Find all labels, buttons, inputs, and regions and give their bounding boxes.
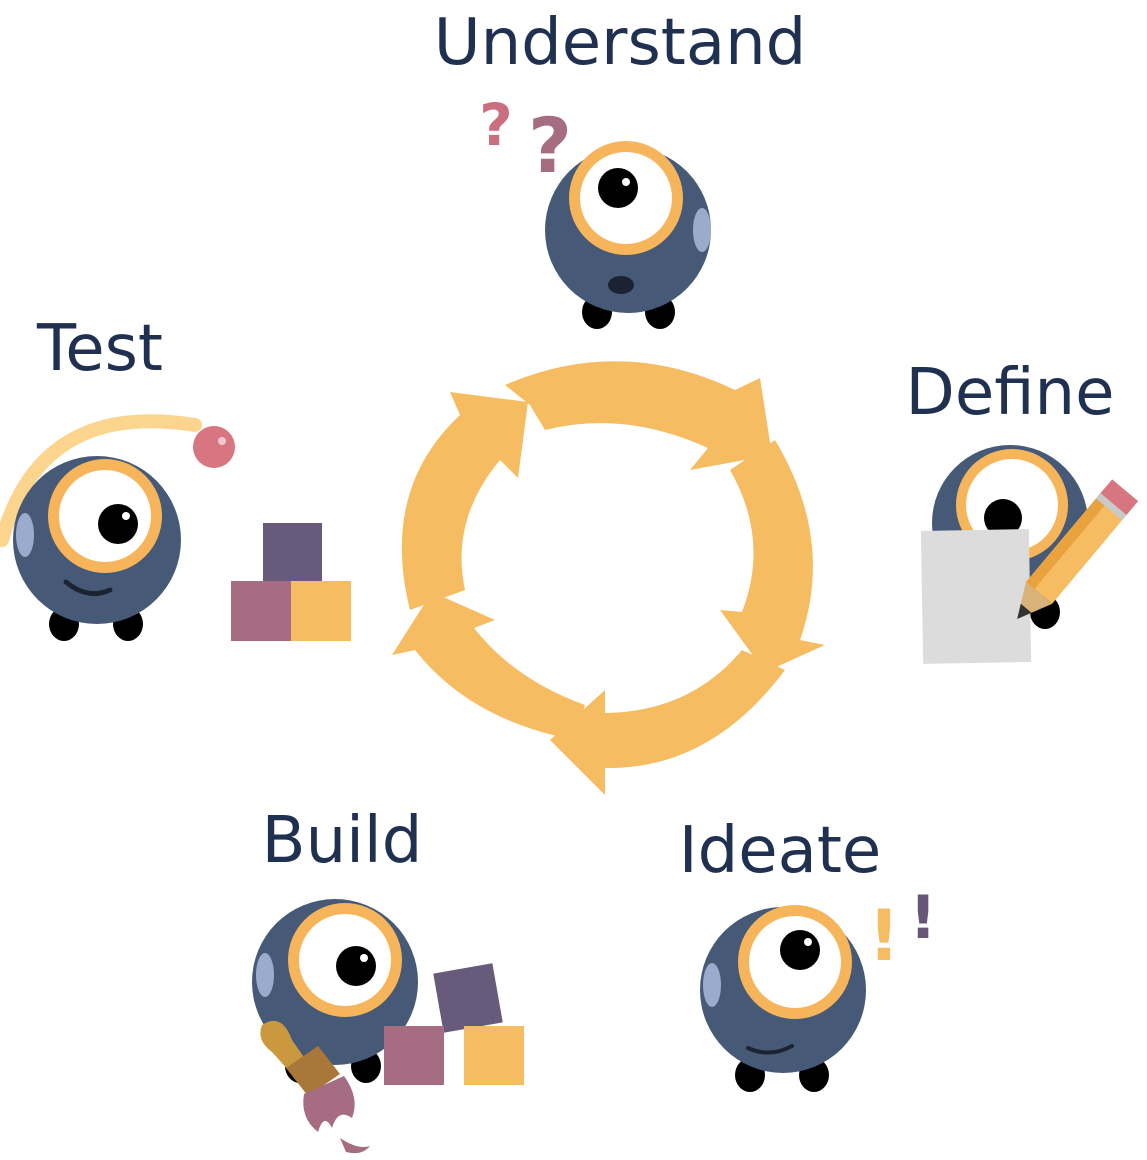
eye-glint — [804, 938, 812, 946]
ball-trajectory — [0, 414, 202, 547]
pencil-icon — [1017, 479, 1139, 619]
understand-character: ? ? — [479, 91, 711, 329]
blocks-icon — [231, 523, 351, 641]
cycle-arrow-left — [401, 392, 528, 610]
blocks-icon — [384, 963, 524, 1085]
pupil — [336, 946, 376, 986]
eye-glint — [622, 178, 630, 186]
smile — [63, 579, 113, 597]
cycle-arrow-bottom — [550, 650, 785, 795]
ball-icon — [193, 426, 235, 468]
pupil — [598, 168, 638, 208]
cycle-arrow-top — [505, 361, 772, 470]
paper-icon — [920, 529, 1032, 664]
define-character — [920, 445, 1139, 664]
ear — [256, 953, 274, 997]
question-mark-icon: ? — [528, 101, 572, 190]
ear — [703, 963, 721, 1007]
block — [263, 523, 322, 581]
ear — [16, 513, 34, 557]
ear — [693, 208, 711, 252]
block — [291, 581, 351, 641]
block — [433, 963, 503, 1033]
stage-label-test: Test — [36, 312, 163, 386]
cycle-arrows — [392, 361, 825, 795]
exclamation-mark-icon: ! — [909, 883, 936, 953]
cycle-arrow-right — [720, 440, 825, 672]
eye-glint — [360, 954, 368, 962]
test-character — [0, 414, 351, 641]
smile — [746, 1044, 794, 1055]
mouth — [608, 276, 634, 294]
stage-label-define: Define — [906, 356, 1115, 430]
exclamation-mark-icon: ! — [868, 895, 900, 977]
ideate-character: ! ! — [700, 883, 937, 1092]
build-character — [252, 899, 524, 1154]
pupil — [98, 504, 138, 544]
pupil — [780, 930, 820, 970]
stage-label-build: Build — [262, 804, 423, 878]
block — [464, 1026, 524, 1085]
cycle-arrow-left-bottom — [392, 592, 585, 740]
stage-label-ideate: Ideate — [679, 814, 882, 888]
ball-glint — [218, 437, 226, 445]
block — [231, 581, 291, 641]
eye-glint — [122, 512, 130, 520]
block — [384, 1026, 444, 1085]
question-mark-icon: ? — [479, 91, 513, 159]
paintbrush-icon — [260, 1020, 370, 1154]
pupil — [984, 499, 1022, 537]
stage-label-understand: Understand — [434, 6, 807, 80]
